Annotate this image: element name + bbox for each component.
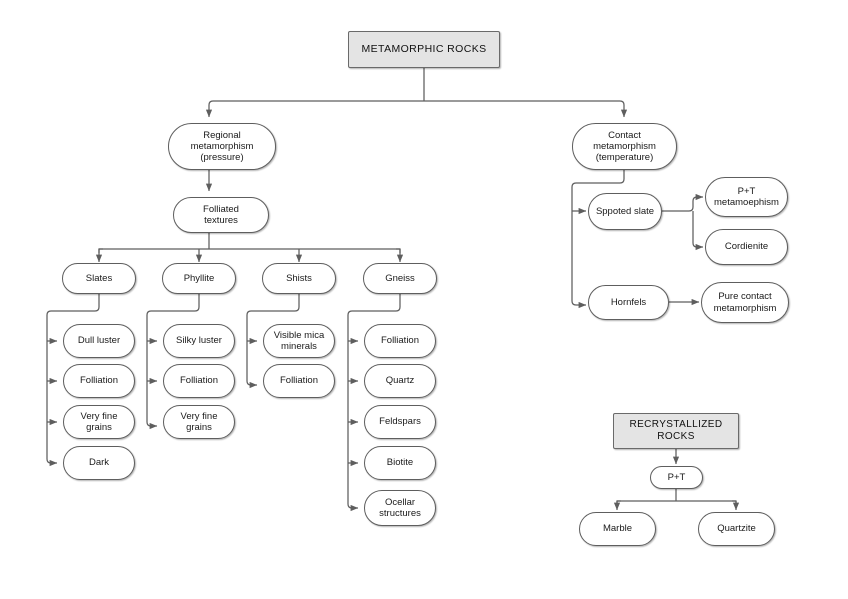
node-label: Sppoted slate: [595, 205, 655, 217]
node-label: Slates: [85, 272, 113, 284]
node-phyllite-property[interactable]: Silky luster: [163, 324, 235, 358]
node-label: Folliation: [179, 375, 219, 387]
node-metamorphic-rocks[interactable]: METAMORPHIC ROCKS: [348, 31, 500, 68]
node-recrystallized-rocks[interactable]: RECRYSTALLIZED ROCKS: [613, 413, 739, 449]
node-recrystallized-condition[interactable]: P+T: [650, 466, 703, 489]
node-category-slates[interactable]: Slates: [62, 263, 136, 294]
node-label: Feldspars: [379, 416, 421, 428]
node-phyllite-property[interactable]: Very fine grains: [163, 405, 235, 439]
node-shists-property[interactable]: Folliation: [263, 364, 335, 398]
node-label: Cordienite: [724, 241, 769, 253]
node-label: Ocellar structures: [379, 496, 421, 519]
node-label: Marble: [602, 523, 633, 535]
node-phyllite-property[interactable]: Folliation: [163, 364, 235, 398]
node-label: Silky luster: [176, 335, 222, 347]
node-slates-property[interactable]: Very fine grains: [63, 405, 135, 439]
node-gneiss-property[interactable]: Feldspars: [364, 405, 436, 439]
node-label: Folliation: [79, 375, 119, 387]
node-pt-metamoephism[interactable]: P+T metamoephism: [705, 177, 788, 217]
node-label: Regional metamorphism (pressure): [190, 129, 254, 164]
node-regional-metamorphism[interactable]: Regional metamorphism (pressure): [168, 123, 276, 170]
node-label: Folliated textures: [203, 203, 239, 226]
node-slates-property[interactable]: Dull luster: [63, 324, 135, 358]
node-marble[interactable]: Marble: [579, 512, 656, 546]
node-category-phyllite[interactable]: Phyllite: [162, 263, 236, 294]
node-label: P+T metamoephism: [714, 185, 779, 208]
node-shists-property[interactable]: Visible mica minerals: [263, 324, 335, 358]
node-label: Contact metamorphism (temperature): [593, 129, 656, 164]
node-label: Very fine grains: [180, 410, 218, 433]
node-quartzite[interactable]: Quartzite: [698, 512, 775, 546]
node-contact-metamorphism[interactable]: Contact metamorphism (temperature): [572, 123, 677, 170]
node-label: Pure contact metamorphism: [713, 291, 777, 314]
node-label: Dull luster: [77, 335, 121, 347]
node-cordienite[interactable]: Cordienite: [705, 229, 788, 265]
node-label: Folliation: [380, 335, 420, 347]
node-label: Dark: [88, 457, 110, 469]
node-gneiss-property[interactable]: Biotite: [364, 446, 436, 480]
node-gneiss-property[interactable]: Ocellar structures: [364, 490, 436, 526]
node-label: Quartz: [385, 375, 415, 387]
node-pure-contact-metamorphism[interactable]: Pure contact metamorphism: [701, 282, 789, 323]
node-label: Hornfels: [610, 296, 647, 308]
node-label: Very fine grains: [80, 410, 118, 433]
node-hornfels[interactable]: Hornfels: [588, 285, 669, 320]
node-label: METAMORPHIC ROCKS: [361, 43, 487, 56]
node-label: Folliation: [279, 375, 319, 387]
node-slates-property[interactable]: Folliation: [63, 364, 135, 398]
node-label: RECRYSTALLIZED ROCKS: [629, 419, 723, 442]
node-label: Biotite: [386, 457, 414, 469]
node-label: Shists: [286, 272, 312, 284]
node-gneiss-property[interactable]: Folliation: [364, 324, 436, 358]
node-category-gneiss[interactable]: Gneiss: [363, 263, 437, 294]
node-label: Gneiss: [385, 272, 415, 284]
node-label: Phyllite: [183, 272, 215, 284]
node-folliated-textures[interactable]: Folliated textures: [173, 197, 269, 233]
node-category-shists[interactable]: Shists: [262, 263, 336, 294]
node-sppoted-slate[interactable]: Sppoted slate: [588, 193, 662, 230]
node-label: Visible mica minerals: [273, 329, 325, 352]
node-gneiss-property[interactable]: Quartz: [364, 364, 436, 398]
node-slates-property[interactable]: Dark: [63, 446, 135, 480]
node-label: Quartzite: [717, 523, 756, 535]
node-label: P+T: [667, 471, 686, 483]
